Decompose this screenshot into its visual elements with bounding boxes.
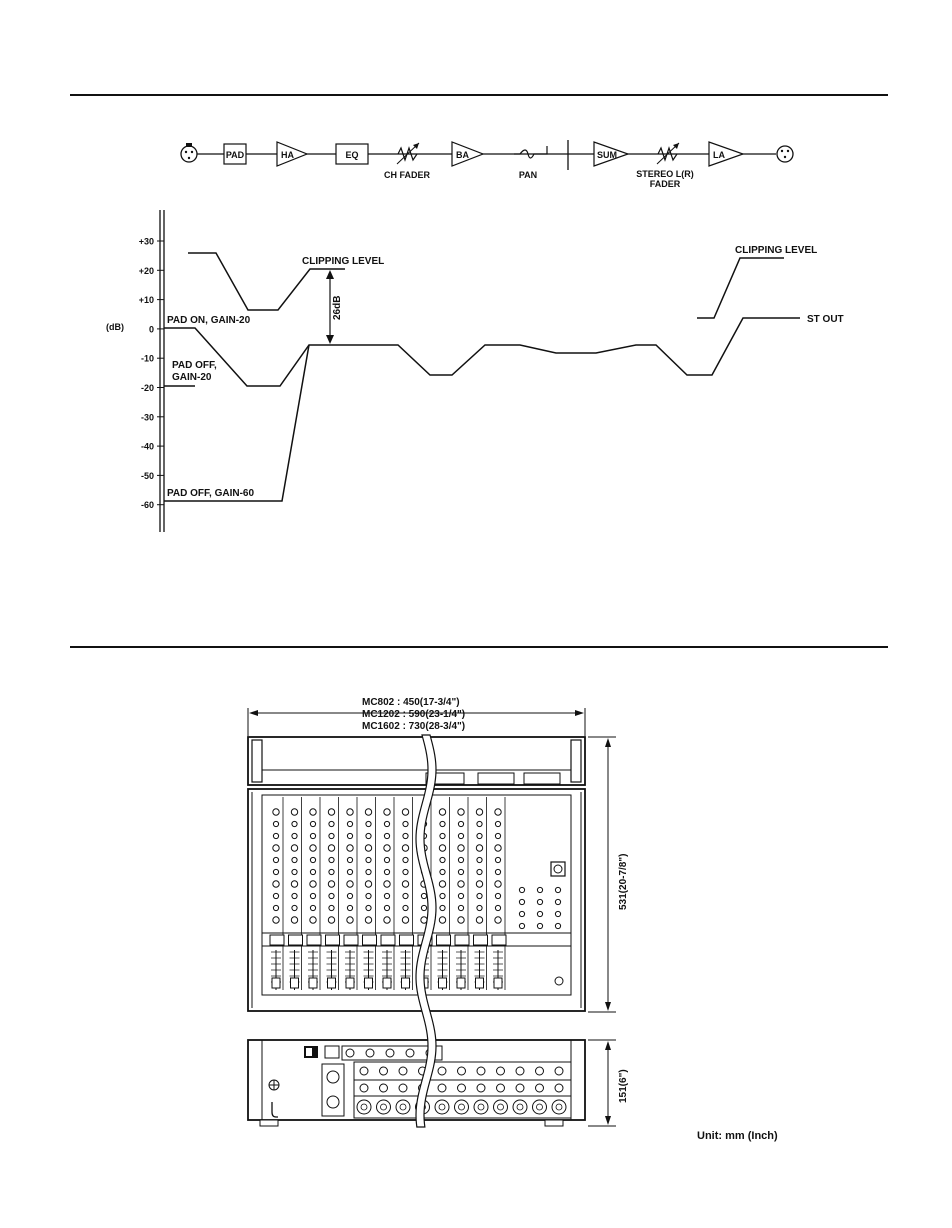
width-label-mc802: MC802 : 450(17-3/4") xyxy=(362,697,460,708)
height-dimension-arrow-top: 531(20-7/8") xyxy=(588,737,629,1012)
height-label-rear: 151(6") xyxy=(618,1069,629,1103)
height-dimension-arrow-rear: 151(6") xyxy=(588,1040,629,1126)
height-label-top: 531(20-7/8") xyxy=(618,854,629,910)
width-label-mc1202: MC1202 : 590(23-1/4") xyxy=(362,709,465,720)
unit-note: Unit: mm (Inch) xyxy=(697,1130,778,1142)
width-label-mc1602: MC1602 : 730(28-3/4") xyxy=(362,721,465,732)
